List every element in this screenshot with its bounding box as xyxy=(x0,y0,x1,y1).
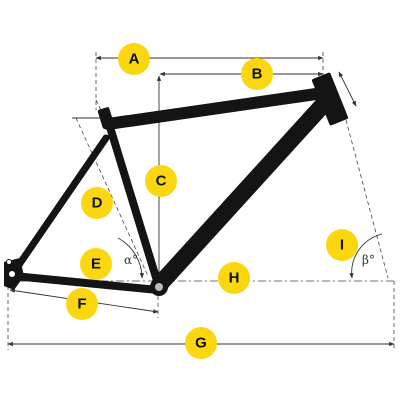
rear-axle-hole xyxy=(9,271,15,277)
badge-b-label: B xyxy=(252,66,263,83)
seat-tube xyxy=(102,110,162,288)
badge-f-label: F xyxy=(77,296,86,313)
chain-stay xyxy=(10,272,162,294)
badge-i: I xyxy=(326,229,358,261)
badge-g-label: G xyxy=(195,335,207,352)
seat-collar xyxy=(97,107,115,129)
dim-line-d xyxy=(75,117,149,277)
rear-dropout-bolt xyxy=(6,259,12,265)
badge-c: C xyxy=(145,165,177,197)
beta-angle-arc xyxy=(349,233,383,279)
head-tube xyxy=(311,72,349,126)
badge-f: F xyxy=(66,288,98,320)
badge-g: G xyxy=(185,327,217,359)
beta-angle-label: β° xyxy=(362,253,375,267)
down-tube xyxy=(151,97,331,293)
badge-h: H xyxy=(218,262,250,294)
top-tube xyxy=(102,86,336,130)
badge-b: B xyxy=(241,58,273,90)
dim-line-head-tube xyxy=(338,71,357,107)
seat-stay xyxy=(10,134,110,276)
bottom-bracket-center xyxy=(155,283,163,291)
alpha-angle-arc xyxy=(117,237,145,279)
badge-d: D xyxy=(81,187,113,219)
badge-a: A xyxy=(118,43,150,75)
badge-c-label: C xyxy=(156,173,167,190)
steering-axis-line xyxy=(345,119,389,279)
badge-i-label: I xyxy=(340,237,344,254)
bike-frame xyxy=(4,72,349,296)
alpha-angle-label: α° xyxy=(124,253,138,267)
badge-e: E xyxy=(80,248,112,280)
badge-e-label: E xyxy=(91,256,101,273)
badge-d-label: D xyxy=(92,195,103,212)
badge-a-label: A xyxy=(129,51,140,68)
badge-h-label: H xyxy=(229,270,240,287)
